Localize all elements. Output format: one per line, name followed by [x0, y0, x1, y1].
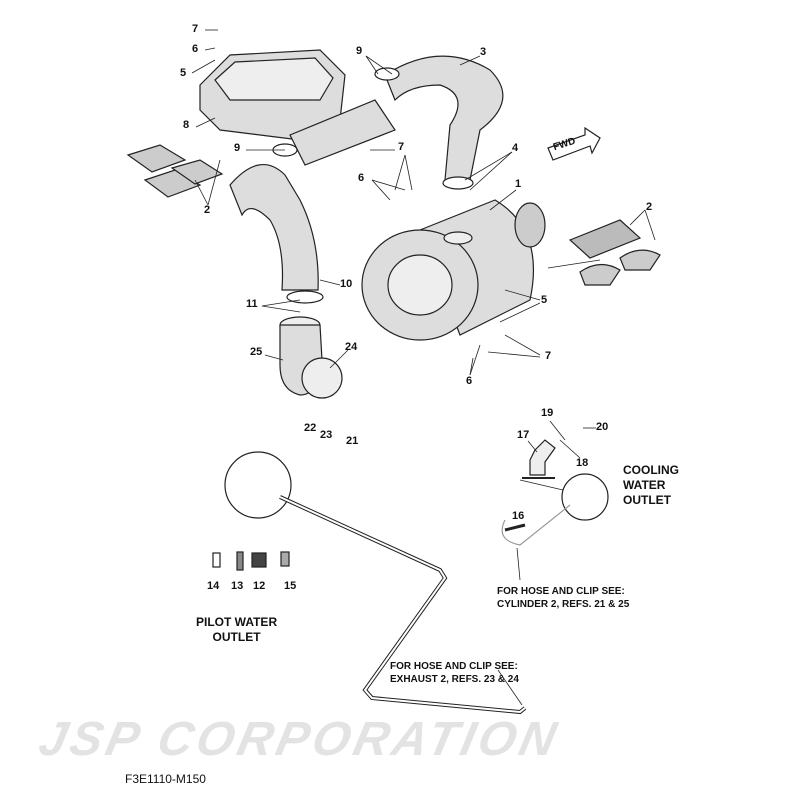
callout-16: 16	[512, 510, 525, 522]
callout-24: 24	[345, 341, 358, 353]
pad	[170, 159, 224, 185]
callout-9: 9	[234, 142, 241, 154]
cooling-water-outlet-label: COOLING WATER OUTLET	[623, 463, 679, 508]
callout-19: 19	[541, 407, 554, 419]
note-cylinder: FOR HOSE AND CLIP SEE: CYLINDER 2, REFS.…	[497, 585, 629, 611]
label-line: WATER	[623, 478, 666, 492]
callout-23: 23	[320, 429, 333, 441]
pad	[126, 144, 187, 173]
pad	[568, 219, 642, 259]
callout-17: 17	[517, 429, 530, 441]
callout-6: 6	[192, 43, 199, 55]
note-line: EXHAUST 2, REFS. 23 & 24	[390, 674, 519, 685]
callout-9: 9	[356, 45, 363, 57]
callout-20: 20	[596, 421, 609, 433]
hose-16	[504, 523, 526, 532]
callout-18: 18	[576, 457, 589, 469]
hose-3	[384, 55, 504, 181]
label-line: OUTLET	[212, 630, 261, 644]
note-exhaust: FOR HOSE AND CLIP SEE: EXHAUST 2, REFS. …	[390, 660, 519, 686]
callout-8: 8	[183, 119, 190, 131]
callout-7: 7	[398, 141, 405, 153]
label-line: COOLING	[623, 463, 679, 477]
callout-11: 11	[246, 298, 258, 310]
callout-21: 21	[346, 435, 359, 447]
callout-5: 5	[541, 294, 548, 306]
callout-25: 25	[250, 346, 263, 358]
hose-10	[229, 164, 319, 291]
intake-tube	[289, 99, 396, 166]
callout-1: 1	[515, 178, 522, 190]
label-line: PILOT WATER	[196, 615, 278, 629]
detail-circle-pilot	[224, 451, 292, 519]
callout-2: 2	[646, 201, 653, 213]
diagram-code: F3E1110-M150	[125, 772, 206, 786]
fwd-arrow	[547, 126, 601, 161]
callout-15: 15	[284, 580, 297, 592]
pilot-water-outlet-label: PILOT WATER OUTLET	[196, 615, 277, 645]
callout-2: 2	[204, 204, 211, 216]
callout-7: 7	[545, 350, 552, 362]
callout-4: 4	[512, 142, 519, 154]
label-line: OUTLET	[623, 493, 671, 507]
callout-22: 22	[304, 422, 317, 434]
note-line: FOR HOSE AND CLIP SEE:	[390, 661, 518, 672]
callout-10: 10	[340, 278, 353, 290]
callout-6: 6	[358, 172, 365, 184]
callout-12: 12	[253, 580, 266, 592]
cover-24	[301, 357, 343, 399]
callout-3: 3	[480, 46, 487, 58]
detail-circle-cooling	[561, 473, 609, 521]
note-line: FOR HOSE AND CLIP SEE:	[497, 586, 625, 597]
callout-13: 13	[231, 580, 244, 592]
callout-14: 14	[207, 580, 220, 592]
note-line: CYLINDER 2, REFS. 21 & 25	[497, 599, 630, 610]
fitting-17	[529, 439, 556, 476]
callout-6: 6	[466, 375, 473, 387]
callout-7: 7	[192, 23, 199, 35]
callout-5: 5	[180, 67, 187, 79]
